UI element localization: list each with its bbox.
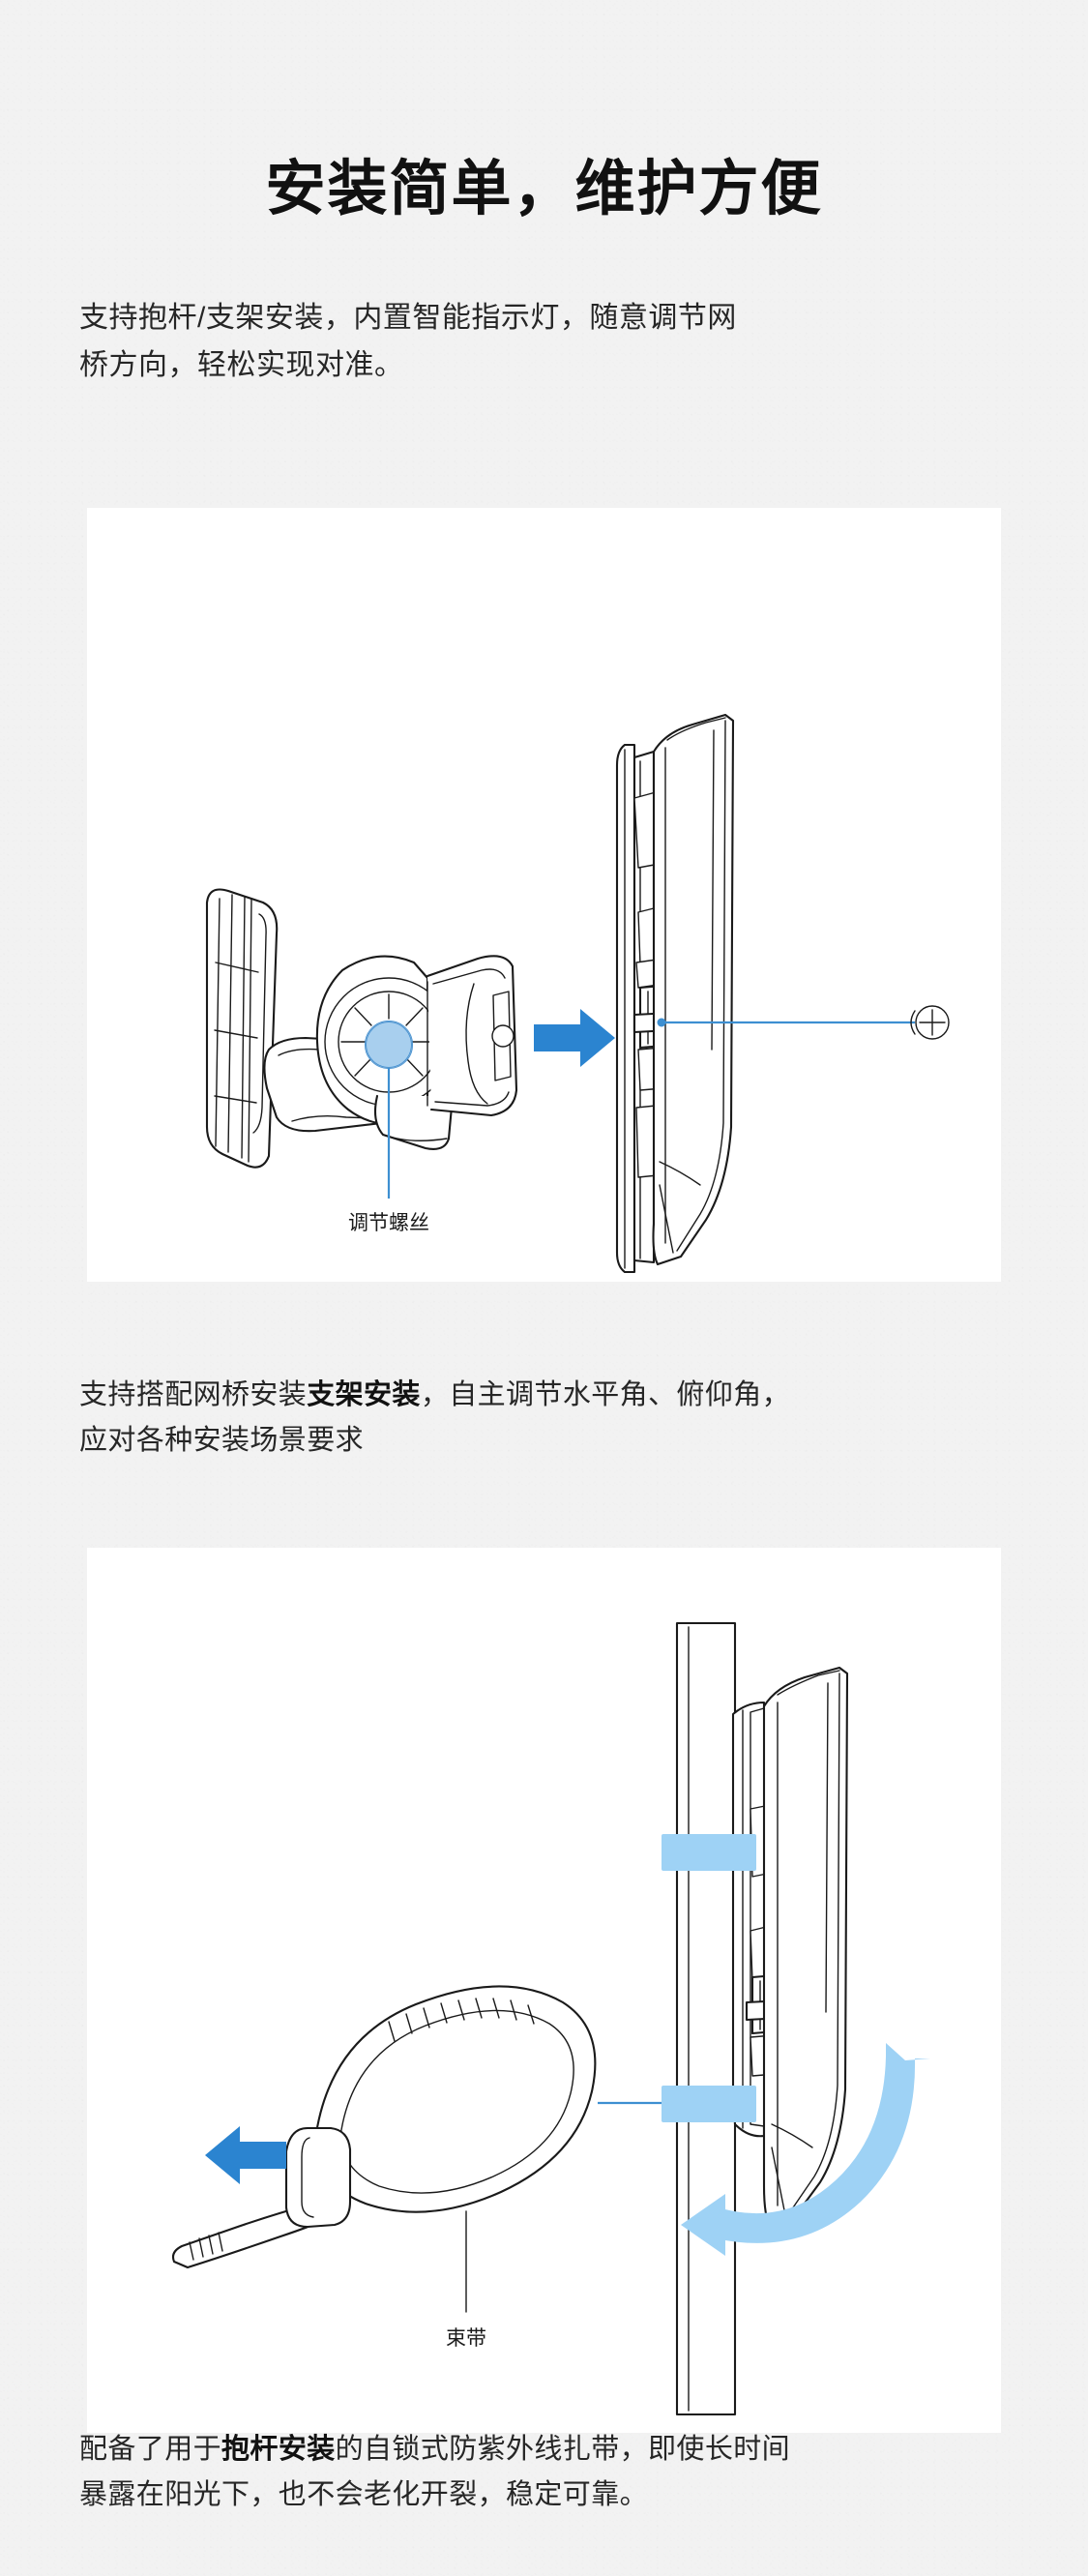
pole-mount-diagram: .l2 { fill:none; stroke:#1a1a1a; stroke-…	[171, 1621, 930, 2416]
caption-bracket-part2: ，自主调节水平角、俯仰角，	[420, 1379, 791, 1410]
clamp-body-group	[426, 955, 518, 1117]
caption-bracket-part1: 支持搭配网桥安装	[79, 1379, 308, 1410]
page-subtitle: 支持抱杆/支架安装，内置智能指示灯，随意调节网 桥方向，轻松实现对准。	[79, 295, 1013, 389]
caption-bracket-line2: 应对各种安装场景要求	[79, 1425, 365, 1457]
wall-plate-group	[205, 888, 279, 1169]
label-cable-tie: 束带	[446, 2327, 486, 2350]
caption-pole-bold: 抱杆安装	[221, 2434, 336, 2465]
caption-pole-part2: 的自锁式防紫外线扎带，即使长时间	[335, 2434, 791, 2465]
arrow-right-icon	[534, 1009, 615, 1067]
bracket-mount-diagram: .ln { fill:none; stroke:#1a1a1a; stroke-…	[205, 713, 950, 1274]
strap-band-lower	[662, 2086, 756, 2122]
subtitle-line-2: 桥方向，轻松实现对准。	[79, 348, 404, 381]
cable-tie-group	[171, 1985, 597, 2269]
strap-band-upper	[662, 1834, 756, 1871]
caption-bracket-mount: 支持搭配网桥安装支架安装，自主调节水平角、俯仰角， 应对各种安装场景要求	[79, 1373, 1022, 1465]
caption-pole-line2: 暴露在阳光下，也不会老化开裂，稳定可靠。	[79, 2479, 649, 2511]
phillips-screw-icon	[910, 1005, 950, 1040]
bridge-device-pole-group	[731, 1666, 849, 2229]
rotation-arrow-icon	[681, 2043, 930, 2256]
subtitle-line-1: 支持抱杆/支架安装，内置智能指示灯，随意调节网	[79, 302, 737, 334]
caption-bracket-bold: 支架安装	[307, 1379, 421, 1410]
bridge-device-group	[615, 713, 735, 1274]
illustration-panel-pole-mount: .l2 { fill:none; stroke:#1a1a1a; stroke-…	[87, 1548, 1001, 2433]
caption-pole-mount: 配备了用于抱杆安装的自锁式防紫外线扎带，即使长时间 暴露在阳光下，也不会老化开裂…	[79, 2427, 1022, 2519]
illustration-panel-bracket-mount: .ln { fill:none; stroke:#1a1a1a; stroke-…	[87, 508, 1001, 1282]
arrow-left-icon	[205, 2126, 286, 2184]
leader-line-screw	[657, 1018, 915, 1027]
label-adjust-screw: 调节螺丝	[348, 1212, 429, 1234]
mounting-pole-group	[675, 1621, 737, 2416]
page-title: 安装简单，维护方便	[265, 155, 823, 222]
caption-pole-part1: 配备了用于	[79, 2434, 222, 2465]
